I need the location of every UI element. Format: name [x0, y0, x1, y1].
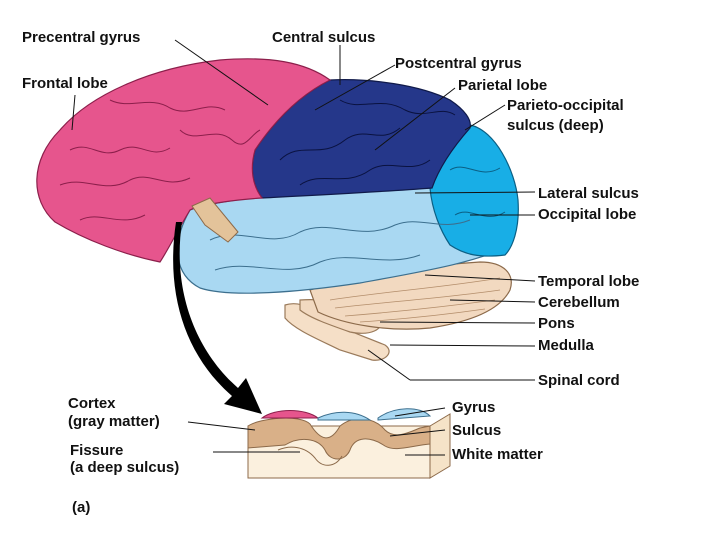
label-cortex-2: (gray matter) — [68, 413, 160, 430]
label-occipital-lobe: Occipital lobe — [538, 206, 636, 223]
fissure-fold — [277, 446, 343, 466]
gyrus-top-mid — [317, 411, 372, 421]
cortex-section — [247, 408, 451, 479]
frontal-lobe-shape — [36, 58, 332, 263]
label-cortex-1: Cortex — [68, 395, 116, 412]
label-precentral-gyrus: Precentral gyrus — [22, 29, 140, 46]
label-pons: Pons — [538, 315, 575, 332]
label-fissure-1: Fissure — [70, 442, 123, 459]
leader-lines — [71, 39, 536, 456]
label-white-matter: White matter — [452, 446, 543, 463]
label-spinal-cord: Spinal cord — [538, 372, 620, 389]
label-frontal-lobe: Frontal lobe — [22, 75, 108, 92]
label-parieto-occipital-1: Parieto-occipital — [507, 97, 624, 114]
label-parietal-lobe: Parietal lobe — [458, 77, 547, 94]
label-parieto-occipital-2: sulcus (deep) — [507, 117, 604, 134]
label-lateral-sulcus: Lateral sulcus — [538, 185, 639, 202]
insula-shape — [191, 197, 239, 243]
label-cerebellum: Cerebellum — [538, 294, 620, 311]
label-fissure-2: (a deep sulcus) — [70, 459, 179, 476]
label-panel: (a) — [72, 499, 90, 516]
section-side-face — [429, 413, 451, 479]
label-central-sulcus: Central sulcus — [272, 29, 375, 46]
cerebellum-folia — [329, 277, 501, 323]
label-postcentral-gyrus: Postcentral gyrus — [395, 55, 522, 72]
gray-matter-band — [247, 417, 431, 460]
pointer-arrow — [173, 222, 262, 414]
label-gyrus: Gyrus — [452, 399, 495, 416]
label-medulla: Medulla — [538, 337, 594, 354]
label-temporal-lobe: Temporal lobe — [538, 273, 639, 290]
label-sulcus: Sulcus — [452, 422, 501, 439]
gyrus-top-left — [260, 410, 320, 419]
